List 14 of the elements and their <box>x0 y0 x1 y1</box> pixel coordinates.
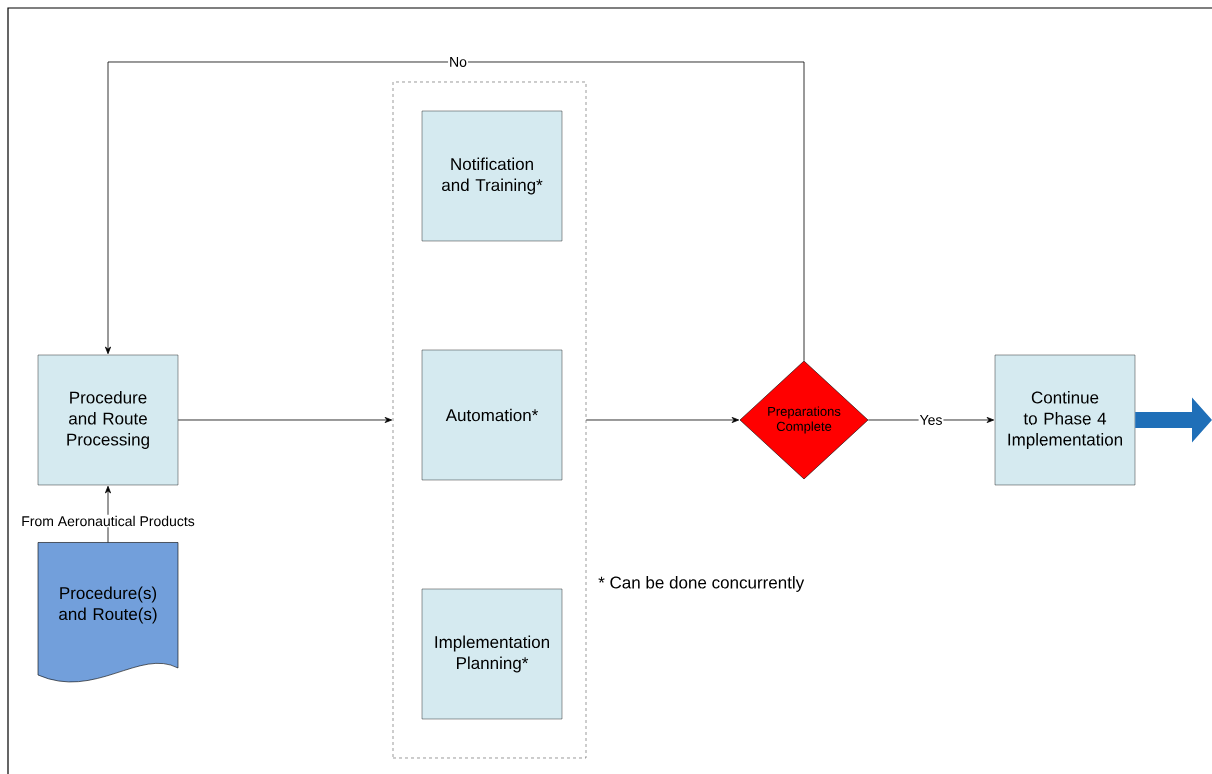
process-box: Procedure and Route Processing <box>37 354 179 486</box>
arrow <box>105 485 111 543</box>
arrow <box>105 61 805 362</box>
process-box: Implementation Planning* <box>421 588 563 720</box>
edge-label: From Aeronautical Products <box>20 514 196 528</box>
group-box <box>392 81 587 759</box>
process-box: Notification and Training* <box>421 110 563 242</box>
note-text: * Can be done concurrently <box>598 576 805 592</box>
process-box: Automation* <box>421 349 563 481</box>
process-box: Continue to Phase 4 Implementation <box>994 354 1136 486</box>
edge-label: No <box>448 56 468 68</box>
arrow <box>585 417 740 423</box>
edge-label: Yes <box>918 414 944 426</box>
arrow <box>177 417 393 423</box>
